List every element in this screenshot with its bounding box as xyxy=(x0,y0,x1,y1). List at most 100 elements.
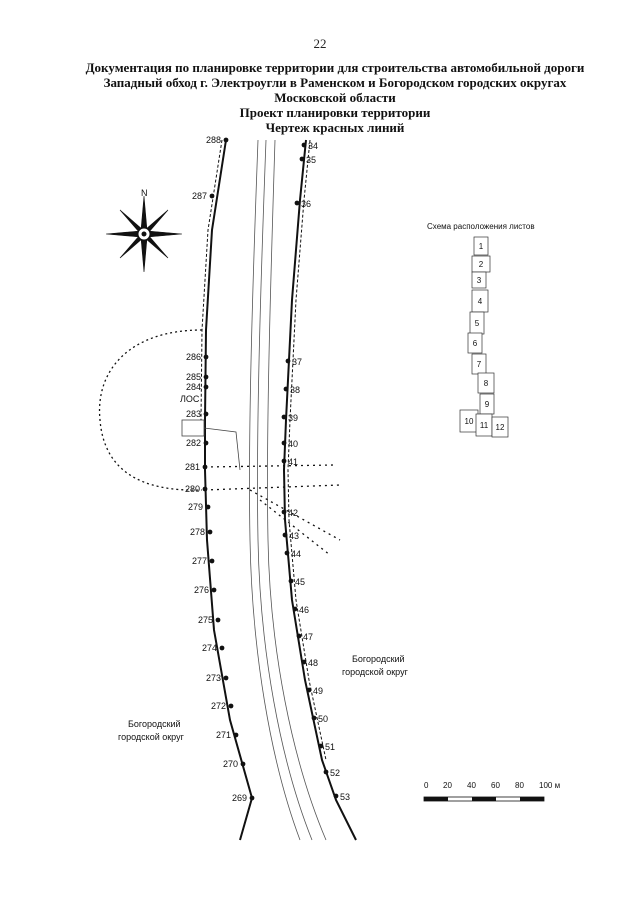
region-left-line2: городской округ xyxy=(118,732,185,742)
left-point-marker xyxy=(202,464,208,470)
right-point-marker xyxy=(292,606,298,612)
right-point-label: 48 xyxy=(308,658,318,668)
left-point-label: 278 xyxy=(190,527,205,537)
left-point-marker xyxy=(233,732,239,738)
sheet-box xyxy=(471,271,487,289)
crossing-lines-dotted xyxy=(204,464,341,556)
sheet-number: 8 xyxy=(484,379,489,388)
header-line-1: Документация по планировке территории дл… xyxy=(85,60,585,75)
scale-tick-label: 0 xyxy=(424,781,429,790)
right-point-marker xyxy=(318,743,324,749)
region-left-line1: Богородский xyxy=(128,719,181,729)
sheet-number: 4 xyxy=(478,297,483,306)
left-point-label: 282 xyxy=(186,438,201,448)
right-point-label: 49 xyxy=(313,686,323,696)
scale-tick-label: 60 xyxy=(491,781,500,790)
sheet-box xyxy=(477,372,495,394)
right-point-label: 41 xyxy=(288,457,298,467)
right-point-label: 46 xyxy=(299,605,309,615)
left-point-marker xyxy=(240,761,246,767)
left-point-label: 271 xyxy=(216,730,231,740)
right-boundary-dashed xyxy=(287,139,327,761)
left-point-marker xyxy=(203,411,209,417)
right-point-label: 44 xyxy=(291,549,301,559)
right-point-label: 42 xyxy=(288,508,298,518)
right-point-marker xyxy=(323,769,329,775)
right-point-marker xyxy=(311,715,317,721)
header-line-5: Чертеж красных линий xyxy=(265,120,405,135)
right-point-marker xyxy=(285,358,291,364)
right-point-marker xyxy=(281,458,287,464)
left-point-marker xyxy=(219,645,225,651)
left-point-marker xyxy=(209,193,215,199)
left-point-marker xyxy=(203,354,209,360)
right-point-label: 52 xyxy=(330,768,340,778)
left-point-marker xyxy=(202,486,208,492)
left-point-marker xyxy=(203,440,209,446)
left-point-label: 283 xyxy=(186,409,201,419)
header-line-2: Западный обход г. Электроугли в Раменско… xyxy=(103,75,567,90)
left-point-marker xyxy=(215,617,221,623)
right-point-marker xyxy=(301,659,307,665)
region-right-line2: городской округ xyxy=(342,667,409,677)
left-point-label: 272 xyxy=(211,701,226,711)
left-point-label: 277 xyxy=(192,556,207,566)
right-point-label: 34 xyxy=(308,141,318,151)
scale-tick-label: 20 xyxy=(443,781,452,790)
sheet-box xyxy=(491,416,509,438)
sheet-number: 5 xyxy=(475,319,480,328)
header-line-3: Московской области xyxy=(274,90,396,105)
left-point-label: 286 xyxy=(186,352,201,362)
left-point-marker xyxy=(249,795,255,801)
los-structure xyxy=(181,419,205,437)
los-boundary-dotted xyxy=(98,329,203,491)
left-points: 2882872862852842832822812802792782772762… xyxy=(185,135,255,803)
right-point-label: 43 xyxy=(289,531,299,541)
left-point-marker xyxy=(203,384,209,390)
right-point-label: 37 xyxy=(292,357,302,367)
right-point-label: 50 xyxy=(318,714,328,724)
left-point-marker xyxy=(228,703,234,709)
right-point-marker xyxy=(288,578,294,584)
sheet-number: 1 xyxy=(479,242,484,251)
left-point-label: 270 xyxy=(223,759,238,769)
sheet-scheme-title: Схема расположения листов xyxy=(427,222,535,231)
left-point-label: 275 xyxy=(198,615,213,625)
right-point-marker xyxy=(284,550,290,556)
left-point-label: 285 xyxy=(186,372,201,382)
right-point-marker xyxy=(283,386,289,392)
left-point-label: 288 xyxy=(206,135,221,145)
left-boundary-dashed xyxy=(200,139,223,421)
left-point-marker xyxy=(209,558,215,564)
right-point-marker xyxy=(294,200,300,206)
right-red-line xyxy=(282,139,357,841)
left-point-label: 269 xyxy=(232,793,247,803)
right-point-label: 39 xyxy=(288,413,298,423)
right-point-marker xyxy=(299,156,305,162)
sheet-number: 9 xyxy=(485,400,490,409)
sheet-box xyxy=(473,236,489,256)
sheet-number: 11 xyxy=(480,421,489,430)
right-point-label: 47 xyxy=(303,632,313,642)
right-point-marker xyxy=(282,532,288,538)
north-label: N xyxy=(141,188,148,198)
left-point-label: 276 xyxy=(194,585,209,595)
left-point-marker xyxy=(223,675,229,681)
left-point-label: 281 xyxy=(185,462,200,472)
page-number: 22 xyxy=(313,36,327,51)
left-point-marker xyxy=(211,587,217,593)
sheet-number: 10 xyxy=(465,417,474,426)
sheet-box xyxy=(467,332,483,354)
sheet-number: 2 xyxy=(479,260,484,269)
header-line-4: Проект планировки территории xyxy=(239,105,431,120)
left-point-marker xyxy=(205,504,211,510)
left-point-label: 280 xyxy=(185,484,200,494)
right-point-label: 40 xyxy=(288,439,298,449)
scale-bar xyxy=(423,796,545,802)
right-point-label: 36 xyxy=(301,199,311,209)
road-carriageway xyxy=(249,139,327,841)
scale-tick-label: 80 xyxy=(515,781,524,790)
